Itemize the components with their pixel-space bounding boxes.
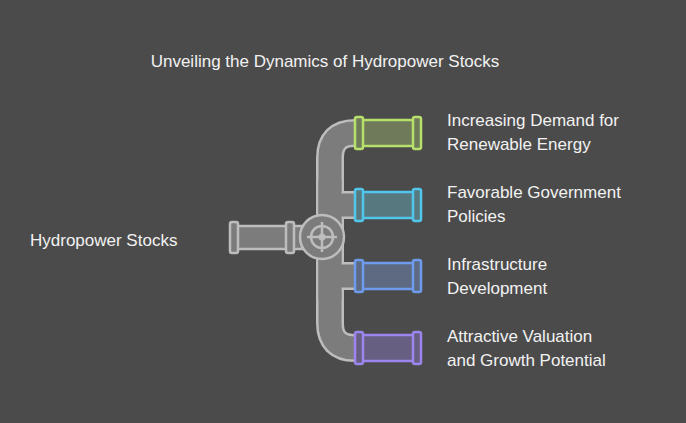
- diagram-title: Unveiling the Dynamics of Hydropower Sto…: [151, 50, 500, 74]
- branch-segment: [355, 117, 421, 149]
- branch-label: Favorable Government Policies: [447, 181, 647, 229]
- branch-label: Increasing Demand for Renewable Energy: [447, 109, 647, 157]
- inlet-pipe: [230, 222, 302, 253]
- source-label: Hydropower Stocks: [30, 229, 220, 253]
- branch-label: Infrastructure Development: [447, 253, 647, 301]
- branch-label: Attractive Valuation and Growth Potentia…: [447, 325, 617, 373]
- valve-symbol: [300, 215, 344, 259]
- branch-segment: [355, 189, 421, 221]
- branch-segment: [355, 332, 421, 364]
- branch-segment: [355, 260, 421, 292]
